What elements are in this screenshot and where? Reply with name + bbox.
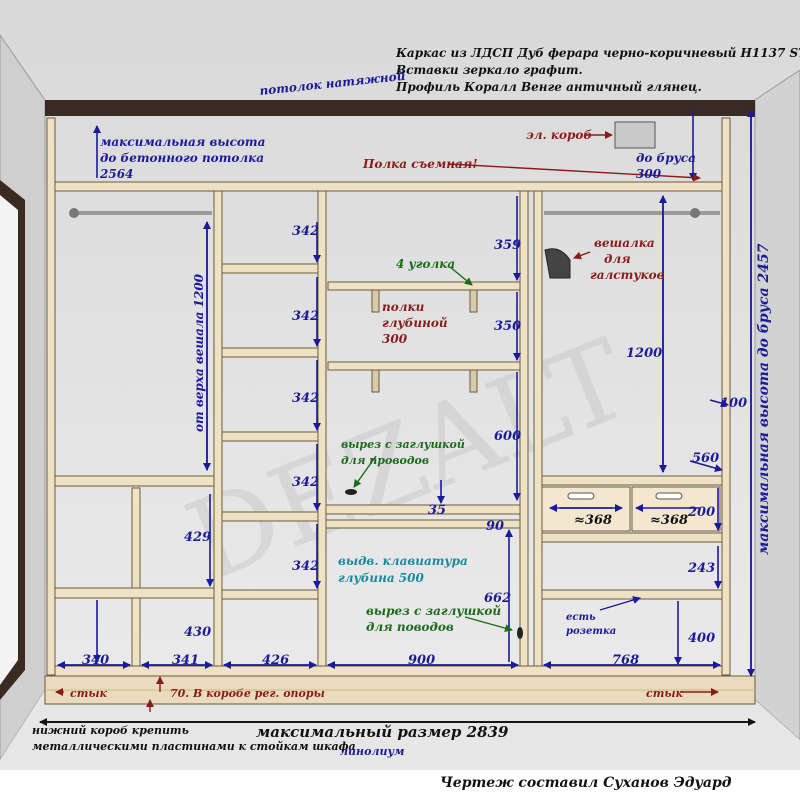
wire-cutout-icon-2 [517, 627, 523, 639]
linoleum-label: линолиум [340, 745, 405, 758]
tie-hanger-line1: вешалка [594, 236, 655, 250]
max-height-line2: до бетонного потолка [100, 151, 264, 165]
bottom-note-line1: нижний короб крепить [32, 724, 189, 737]
hanger-top-label: от верха вешала 1200 [192, 273, 206, 432]
max-height-value: 2564 [99, 167, 133, 181]
spec-line-3: Профиль Коралл Венге античный глянец. [395, 80, 702, 94]
corner-brackets [371, 289, 478, 393]
tie-hanger-line2: для [604, 252, 631, 266]
keyboard-line2: глубина 500 [338, 571, 425, 585]
dim-col4-8: 400 [688, 631, 715, 646]
right-height-label: максимальная высота до бруса 2457 [756, 243, 772, 555]
dimension-arrows [57, 109, 755, 677]
dim-width-2: 341 [172, 653, 199, 668]
cutout-wires2-line2: для поводов [366, 620, 454, 634]
dim-width-4: 900 [408, 653, 435, 668]
dim-col1-lower-1: 429 [184, 530, 211, 545]
dim-width-3: 426 [262, 653, 289, 668]
dim-col2-5: 342 [292, 559, 319, 574]
dim-col4-2: 100 [720, 396, 747, 411]
dim-col3-5: 90 [486, 519, 504, 534]
dimension-values: 342 342 342 342 342 429 430 359 350 600 … [82, 224, 747, 668]
dim-col4-5: ≈368 [650, 513, 688, 528]
socket-line1: есть [566, 612, 596, 623]
dim-col3-3: 600 [494, 429, 521, 444]
dim-col4-6: 200 [687, 505, 715, 520]
dim-col2-2: 342 [292, 309, 319, 324]
dim-width-1: 340 [82, 653, 109, 668]
dim-col4-7: 243 [687, 561, 715, 576]
to-beam-value: 300 [636, 167, 662, 181]
el-box-label: эл. короб [526, 128, 592, 142]
dim-col2-1: 342 [292, 224, 319, 239]
shelves-depth-line1: полки [382, 300, 425, 314]
spec-line-1: Каркас из ЛДСП Дуб ферара черно-коричнев… [395, 46, 800, 60]
electrical-box-icon [614, 121, 656, 149]
wardrobe-carcass [46, 117, 731, 677]
dim-col3-1: 359 [494, 238, 521, 253]
dim-col1-lower-2: 430 [184, 625, 211, 640]
cutout-wires-line2: для проводов [341, 454, 429, 467]
dim-width-5: 768 [612, 653, 639, 668]
max-size-label: максимальный размер 2839 [256, 723, 509, 741]
bottom-note-line2: металлическими пластинами к стойкам шкаф… [32, 740, 356, 753]
tie-hanger-line3: галстуков [590, 268, 665, 282]
dim-col3-2: 350 [494, 319, 521, 334]
keyboard-line1: выдв. клавиатура [338, 554, 468, 568]
room [0, 0, 800, 770]
author-label: Чертеж составил Суханов Эдуард [440, 775, 732, 791]
dim-col2-4: 342 [292, 475, 319, 490]
shelves-depth-line2: глубиной [382, 316, 448, 330]
seam-left: стык [70, 687, 108, 700]
dim-col4-1: 1200 [626, 346, 662, 361]
dim-col3-6: 662 [484, 591, 511, 606]
seam-right: стык [646, 687, 684, 700]
spec-block: Каркас из ЛДСП Дуб ферара черно-коричнев… [395, 46, 800, 94]
shelf-removable-label: Полка съемная! [362, 157, 478, 171]
dim-col2-3: 342 [292, 391, 319, 406]
dim-col4-3: 560 [692, 451, 719, 466]
max-height-line1: максимальная высота [100, 135, 265, 149]
socket-line2: розетка [566, 626, 616, 637]
to-beam-label: до бруса [636, 151, 696, 165]
cutout-wires-line1: вырез с заглушкой [341, 438, 465, 451]
shelves-depth-value: 300 [382, 332, 408, 346]
note-pointers [55, 131, 719, 712]
dim-col4-4: ≈368 [574, 513, 612, 528]
drawer-handles [567, 492, 683, 500]
dim-col3-4: 35 [428, 503, 446, 518]
tie-hanger-icon [544, 248, 571, 279]
cutout-wires2-line1: вырез с заглушкой [366, 604, 501, 618]
wire-cutout-icon [345, 489, 357, 495]
hanging-rods [69, 208, 720, 218]
base-note: 70. В коробе рег. опоры [170, 687, 325, 700]
four-corners-label: 4 уголка [396, 257, 455, 271]
spec-line-2: Вставки зеркало графит. [395, 63, 583, 77]
